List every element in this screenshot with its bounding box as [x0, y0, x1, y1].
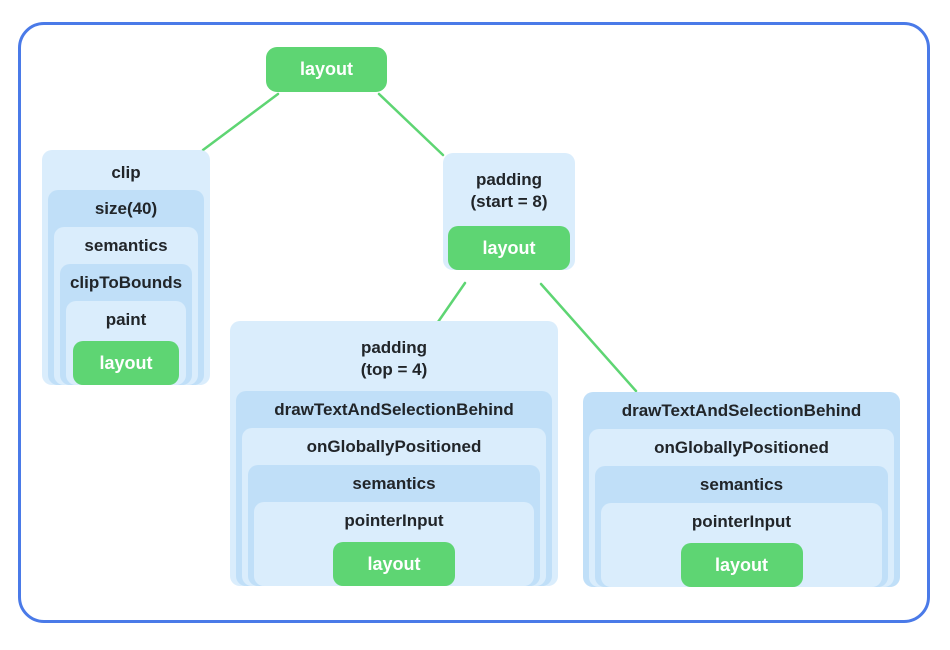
node-drawtextandselectionbehind: drawTextAndSelectionBehind onGloballyPos…	[236, 391, 552, 586]
node-clip: clip size(40) semantics clipToBounds pai…	[42, 150, 210, 385]
node-drawtextandselectionbehind: drawTextAndSelectionBehind onGloballyPos…	[583, 392, 900, 587]
node-cliptobounds-label: clipToBounds	[69, 273, 183, 292]
clip-modifier-chain: clip size(40) semantics clipToBounds pai…	[42, 150, 210, 392]
node-pointerinput-label: pointerInput	[344, 511, 444, 530]
node-padding-start-label-line2: (start = 8)	[470, 192, 548, 211]
diagram-border-frame	[18, 22, 930, 623]
node-pointerinput: pointerInput layout	[254, 502, 534, 586]
node-padding-top-label-line2: (top = 4)	[360, 360, 428, 379]
node-layout-leaf: layout	[73, 341, 179, 385]
node-clip-label: clip	[111, 163, 141, 182]
node-layout-leaf: layout	[333, 542, 455, 586]
node-semantics-label: semantics	[352, 474, 436, 493]
padding-start-modifier-chain: padding (start = 8) layout	[443, 153, 575, 280]
node-padding-start-label-line1: padding	[475, 170, 543, 189]
node-cliptobounds: clipToBounds paint layout	[60, 264, 192, 385]
text-field-modifier-chain: drawTextAndSelectionBehind onGloballyPos…	[583, 392, 900, 594]
node-drawtextandselectionbehind-label: drawTextAndSelectionBehind	[274, 400, 514, 419]
node-root-layout: layout	[266, 47, 387, 92]
padding-top-modifier-chain: padding (top = 4) drawTextAndSelectionBe…	[230, 321, 558, 593]
node-padding-start: padding (start = 8) layout	[443, 153, 575, 270]
node-semantics: semantics pointerInput layout	[595, 466, 888, 587]
node-ongloballypositioned-label: onGloballyPositioned	[306, 437, 482, 456]
node-semantics: semantics pointerInput layout	[248, 465, 540, 586]
node-paint-label: paint	[105, 310, 147, 329]
node-padding-top-label: padding (top = 4)	[230, 321, 558, 391]
node-semantics-label: semantics	[699, 475, 784, 494]
node-semantics: semantics clipToBounds paint layout	[54, 227, 198, 385]
node-size-label: size(40)	[94, 199, 158, 218]
node-paint: paint layout	[66, 301, 186, 385]
node-padding-top: padding (top = 4) drawTextAndSelectionBe…	[230, 321, 558, 586]
node-ongloballypositioned: onGloballyPositioned semantics pointerIn…	[589, 429, 894, 587]
node-padding-start-label: padding (start = 8)	[443, 153, 575, 223]
node-padding-top-label-line1: padding	[360, 338, 428, 357]
node-drawtextandselectionbehind-label: drawTextAndSelectionBehind	[621, 401, 862, 420]
node-size: size(40) semantics clipToBounds paint la…	[48, 190, 204, 385]
node-ongloballypositioned-label: onGloballyPositioned	[654, 438, 829, 457]
node-pointerinput-label: pointerInput	[691, 512, 792, 531]
node-pointerinput: pointerInput layout	[601, 503, 882, 587]
node-layout-leaf: layout	[448, 226, 570, 270]
node-ongloballypositioned: onGloballyPositioned semantics pointerIn…	[242, 428, 546, 586]
node-layout-leaf: layout	[680, 543, 803, 587]
node-semantics-label: semantics	[84, 236, 168, 255]
